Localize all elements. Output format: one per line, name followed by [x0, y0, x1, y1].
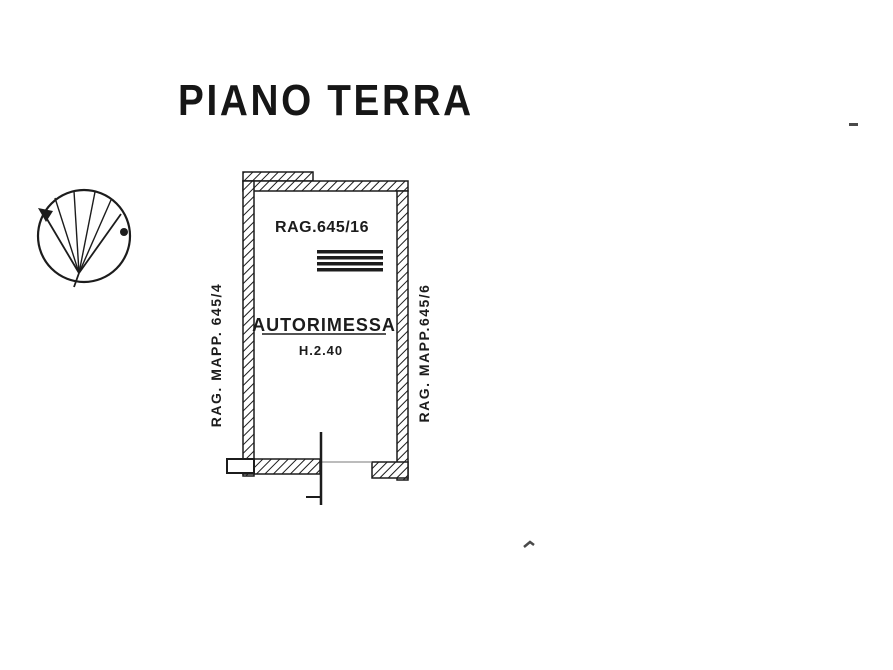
cadastral-ref-right: RAG. MAPP.645/6 — [416, 284, 432, 423]
wall-left — [242, 180, 255, 477]
wall-bottom-right — [371, 461, 409, 479]
cadastral-ref-top: RAG.645/16 — [275, 219, 369, 236]
floorplan-drawing — [226, 171, 409, 505]
compass-arrowhead — [38, 208, 53, 222]
room-height-label: H.2.40 — [299, 343, 343, 358]
cadastral-ref-left: RAG. MAPP. 645/4 — [208, 283, 224, 427]
page-title: PIANO TERRA — [178, 76, 474, 125]
stair-hatch — [317, 250, 383, 272]
wall-pier-stub — [226, 458, 255, 474]
room-label: AUTORIMESSA — [252, 315, 396, 335]
wall-top-step — [242, 171, 314, 182]
wall-top — [242, 180, 409, 192]
wall-right — [396, 190, 409, 481]
north-compass-icon — [36, 188, 132, 288]
scan-artifact-bottom — [523, 540, 535, 548]
scan-artifact-top-right — [849, 123, 858, 126]
